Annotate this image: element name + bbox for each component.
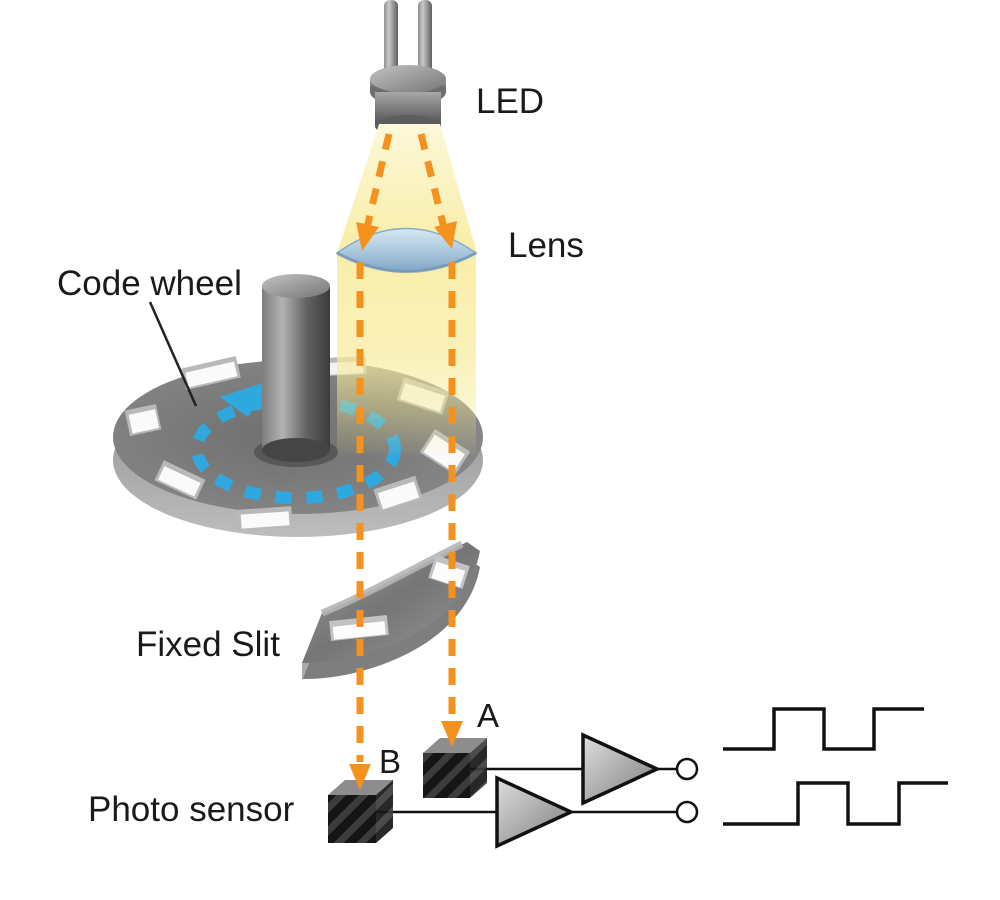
led-label: LED [476,82,545,121]
sensor-b-arrowhead [349,764,371,790]
light-ray-arrowhead-right [434,221,457,249]
rotation-arrowhead [220,380,272,417]
photo-sensor-b-graphic [328,780,393,843]
photo-sensor-label: Photo sensor [88,790,295,829]
led-pin-right [418,0,432,84]
amplifier-a [581,732,662,806]
shaft-graphic [262,274,330,462]
lens-graphic [335,227,478,273]
light-ray-cone-arrows [356,133,457,251]
code-wheel-label: Code wheel [57,264,242,303]
photo-sensor-a-graphic [423,738,487,798]
led-pin-left [384,0,398,84]
waveform-b [723,781,948,826]
output-terminal-b [675,800,699,824]
code-wheel-leader-line [148,301,198,407]
fixed-slit-inner-wall [320,540,464,617]
lens-label: Lens [508,226,584,265]
light-beam-column [337,253,476,455]
fixed-slit-graphic [302,540,480,681]
channel-a-label: A [477,697,500,734]
output-terminal-a [675,757,699,781]
channel-b-label: B [379,743,402,780]
fixed-slit-label: Fixed Slit [136,625,280,664]
signal-circuit [372,732,699,849]
amplifier-b [495,775,576,849]
light-ray-arrowhead-left [356,222,379,251]
light-beam [337,124,477,455]
sensor-a-arrowhead [441,721,463,747]
waveform-a [723,707,924,751]
led-graphic [370,0,446,137]
light-ray-vertical-arrows [349,262,463,790]
